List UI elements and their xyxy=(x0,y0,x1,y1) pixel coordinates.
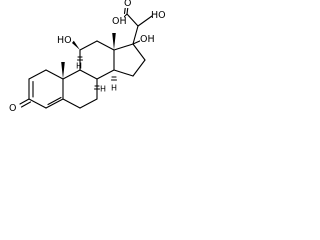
ring-d xyxy=(113,43,146,77)
atom-labels: OH O HO OH HO H H H O xyxy=(9,0,167,114)
stereo-hash-bonds xyxy=(76,56,118,90)
c19-methyl-wedge xyxy=(61,62,65,79)
acid-carbonyl-oxygen-label: O xyxy=(124,0,131,9)
c14-hydrogen-label: H xyxy=(111,84,117,93)
c11-hydroxyl-label: HO xyxy=(57,35,72,46)
methyl-groups xyxy=(61,33,116,79)
side-chain-hydroxyl-label: HO xyxy=(151,10,166,21)
c11-hydroxyl-wedge xyxy=(72,40,80,50)
c17-hydroxyl-label: OH xyxy=(140,34,155,45)
side-chain xyxy=(120,5,153,45)
c8-hydrogen-label: H xyxy=(100,85,106,94)
ring-b xyxy=(62,69,98,109)
c9-hydrogen-label: H xyxy=(76,62,82,71)
ring-a xyxy=(19,69,64,109)
steroid-structure-diagram: OH O HO OH HO H H H O xyxy=(9,0,167,114)
ring-c xyxy=(79,40,115,80)
c3-ketone-oxygen-label: O xyxy=(9,103,16,114)
acid-hydroxyl-label: OH xyxy=(112,16,127,27)
c18-methyl-wedge xyxy=(112,33,116,50)
